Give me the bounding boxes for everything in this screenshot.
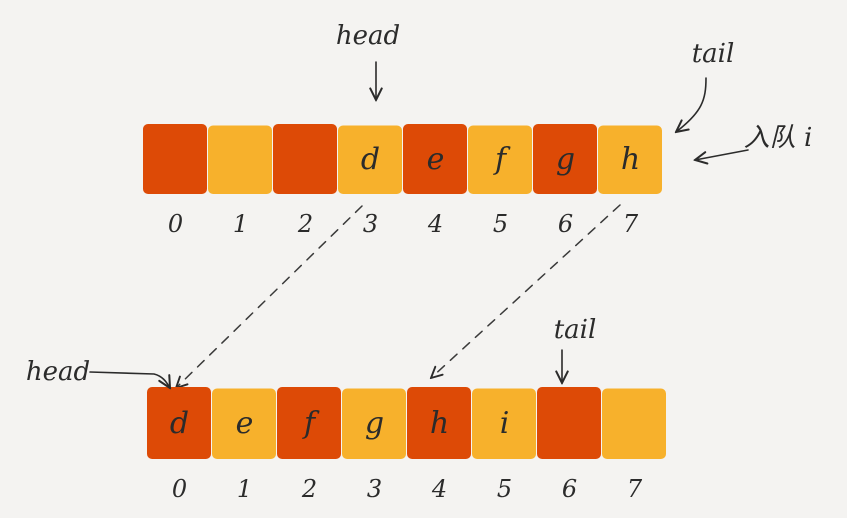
bottom-tail-label: tail bbox=[554, 315, 597, 345]
bottom-index-label: 4 bbox=[431, 475, 447, 503]
top-cell bbox=[598, 125, 662, 194]
bottom-cell bbox=[277, 387, 341, 459]
bottom-index-label: 1 bbox=[237, 475, 252, 503]
bottom-cell-label: d bbox=[170, 406, 189, 441]
bottom-cell bbox=[537, 387, 601, 459]
top-cell bbox=[208, 125, 272, 194]
bottom-head-label: head bbox=[26, 357, 90, 387]
top-cell-label: e bbox=[427, 142, 445, 177]
top-cell bbox=[338, 125, 402, 194]
bottom-cell bbox=[602, 388, 666, 459]
top-cell-label: h bbox=[621, 142, 640, 177]
top-index-label: 2 bbox=[297, 210, 313, 238]
top-cell-label: g bbox=[556, 142, 575, 177]
bottom-index-label: 7 bbox=[627, 475, 643, 503]
move-h-arrow bbox=[431, 204, 621, 378]
bottom-cell bbox=[472, 388, 536, 459]
top-index-label: 0 bbox=[168, 210, 183, 238]
top-cell bbox=[273, 124, 337, 194]
bottom-cell bbox=[212, 388, 276, 459]
top-cell bbox=[143, 124, 207, 194]
top-cell bbox=[403, 124, 467, 194]
top-index-label: 7 bbox=[623, 210, 639, 238]
bottom-cell-label: g bbox=[365, 406, 384, 441]
top-head-label: head bbox=[336, 21, 400, 51]
top-cell bbox=[468, 125, 532, 194]
bottom-cell bbox=[147, 387, 211, 459]
bottom-head-arrow bbox=[89, 371, 170, 388]
top-cell bbox=[533, 124, 597, 194]
bottom-index-label: 3 bbox=[367, 475, 382, 503]
bottom-index-label: 5 bbox=[497, 475, 512, 503]
top-tail-arrow bbox=[676, 77, 707, 132]
enqueue-arrow bbox=[695, 149, 749, 160]
bottom-index-label: 2 bbox=[301, 475, 317, 503]
bottom-cell bbox=[407, 387, 471, 459]
bottom-cell-label: h bbox=[430, 406, 449, 441]
bottom-cell-label: i bbox=[500, 406, 510, 441]
enqueue-label: 入队 i bbox=[744, 123, 813, 153]
bottom-index-label: 0 bbox=[172, 475, 187, 503]
top-index-label: 1 bbox=[233, 210, 248, 238]
bottom-index-label: 6 bbox=[562, 475, 577, 503]
top-index-label: 6 bbox=[558, 210, 573, 238]
move-d-arrow bbox=[176, 205, 363, 388]
bottom-index-row: 0 1 2 3 4 5 6 7 bbox=[172, 475, 643, 503]
top-tail-label: tail bbox=[692, 39, 735, 69]
top-index-label: 5 bbox=[493, 210, 508, 238]
bottom-cell bbox=[342, 388, 406, 459]
bottom-cell-label: e bbox=[236, 406, 254, 441]
top-cell-label: d bbox=[361, 142, 380, 177]
top-index-label: 3 bbox=[363, 210, 378, 238]
top-index-label: 4 bbox=[427, 210, 443, 238]
top-index-row: 0 1 2 3 4 5 6 7 bbox=[168, 210, 639, 238]
